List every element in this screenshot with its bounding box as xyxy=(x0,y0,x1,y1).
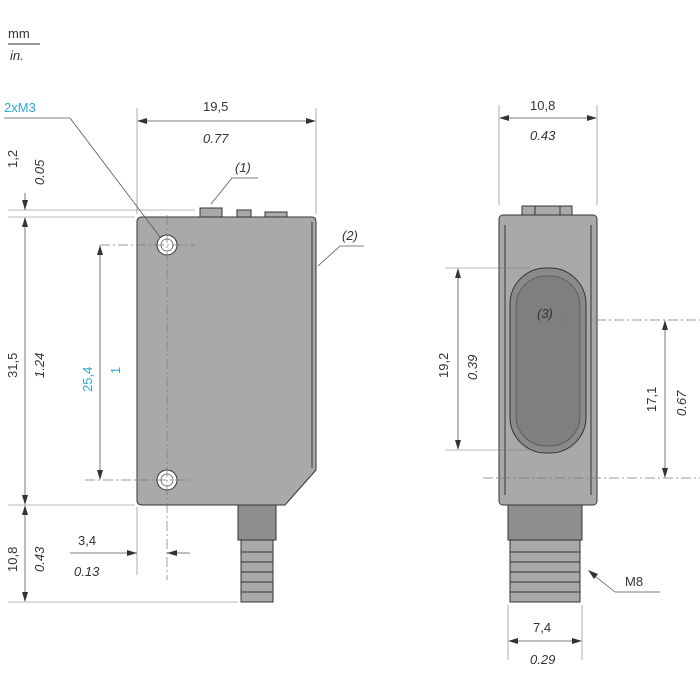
thread-leader-diag xyxy=(69,117,161,238)
callout-1: (1) xyxy=(235,160,251,175)
conn-width-mm: 7,4 xyxy=(533,620,551,635)
height-mm: 31,5 xyxy=(5,353,20,378)
conn-width-in: 0.29 xyxy=(530,652,555,667)
side-connector-neck xyxy=(237,504,277,541)
arrow xyxy=(22,592,28,602)
lens-height-in: 0.39 xyxy=(465,355,480,380)
lens-window-inner xyxy=(515,275,581,447)
arrow xyxy=(97,245,103,255)
arrow xyxy=(167,550,177,556)
front-connector-neck xyxy=(507,504,583,541)
width-in: 0.77 xyxy=(203,131,229,146)
unit-mm: mm xyxy=(8,26,30,41)
arrow xyxy=(587,115,597,121)
connector-length-in: 0.43 xyxy=(32,546,47,572)
side-view: 19,5 0.77 2xM3 (1) (2) 1,2 0.05 31,5 1.2… xyxy=(4,99,364,603)
hole-spacing-mm: 25,4 xyxy=(80,367,95,392)
arrow xyxy=(127,550,137,556)
front-connector-nut xyxy=(509,539,581,603)
arrow xyxy=(455,440,461,450)
top-offset-in: 0.05 xyxy=(32,159,47,185)
callout-3: (3) xyxy=(537,306,553,321)
arrow xyxy=(508,638,518,644)
front-view: 10,8 0.43 19,2 0.39 17,1 0.67 (3) 7,4 0.… xyxy=(436,98,700,667)
arrow xyxy=(572,638,582,644)
lens-axis-in: 0.67 xyxy=(674,390,689,416)
lens-height-mm: 19,2 xyxy=(436,353,451,378)
arrow xyxy=(662,320,668,330)
top-offset-mm: 1,2 xyxy=(5,150,20,168)
hole-offset-mm: 3,4 xyxy=(78,533,96,548)
arrow xyxy=(499,115,509,121)
hole-spacing-in: 1 xyxy=(108,367,123,374)
units-legend: mm in. xyxy=(8,26,40,63)
callout-1-leader xyxy=(210,177,233,205)
height-in: 1.24 xyxy=(32,353,47,378)
arrow xyxy=(137,118,147,124)
width-mm: 19,5 xyxy=(203,99,228,114)
arrow xyxy=(22,495,28,505)
arrow xyxy=(97,470,103,480)
arrow xyxy=(455,268,461,278)
side-housing xyxy=(136,216,317,506)
arrow xyxy=(306,118,316,124)
callout-2: (2) xyxy=(342,228,358,243)
arrow xyxy=(588,570,598,579)
lens-axis-mm: 17,1 xyxy=(644,387,659,412)
arrow xyxy=(22,217,28,227)
front-width-mm: 10,8 xyxy=(530,98,555,113)
arrow xyxy=(22,200,28,210)
front-width-in: 0.43 xyxy=(530,128,556,143)
side-connector-nut xyxy=(240,539,274,603)
connector-length-mm: 10,8 xyxy=(5,547,20,572)
arrow xyxy=(662,468,668,478)
callout-2-leader xyxy=(317,245,341,267)
thread-callout-2xm3: 2xM3 xyxy=(4,100,36,115)
unit-in: in. xyxy=(10,48,24,63)
hole-offset-in: 0.13 xyxy=(74,564,100,579)
arrow xyxy=(22,505,28,515)
m8-callout: M8 xyxy=(625,574,643,589)
